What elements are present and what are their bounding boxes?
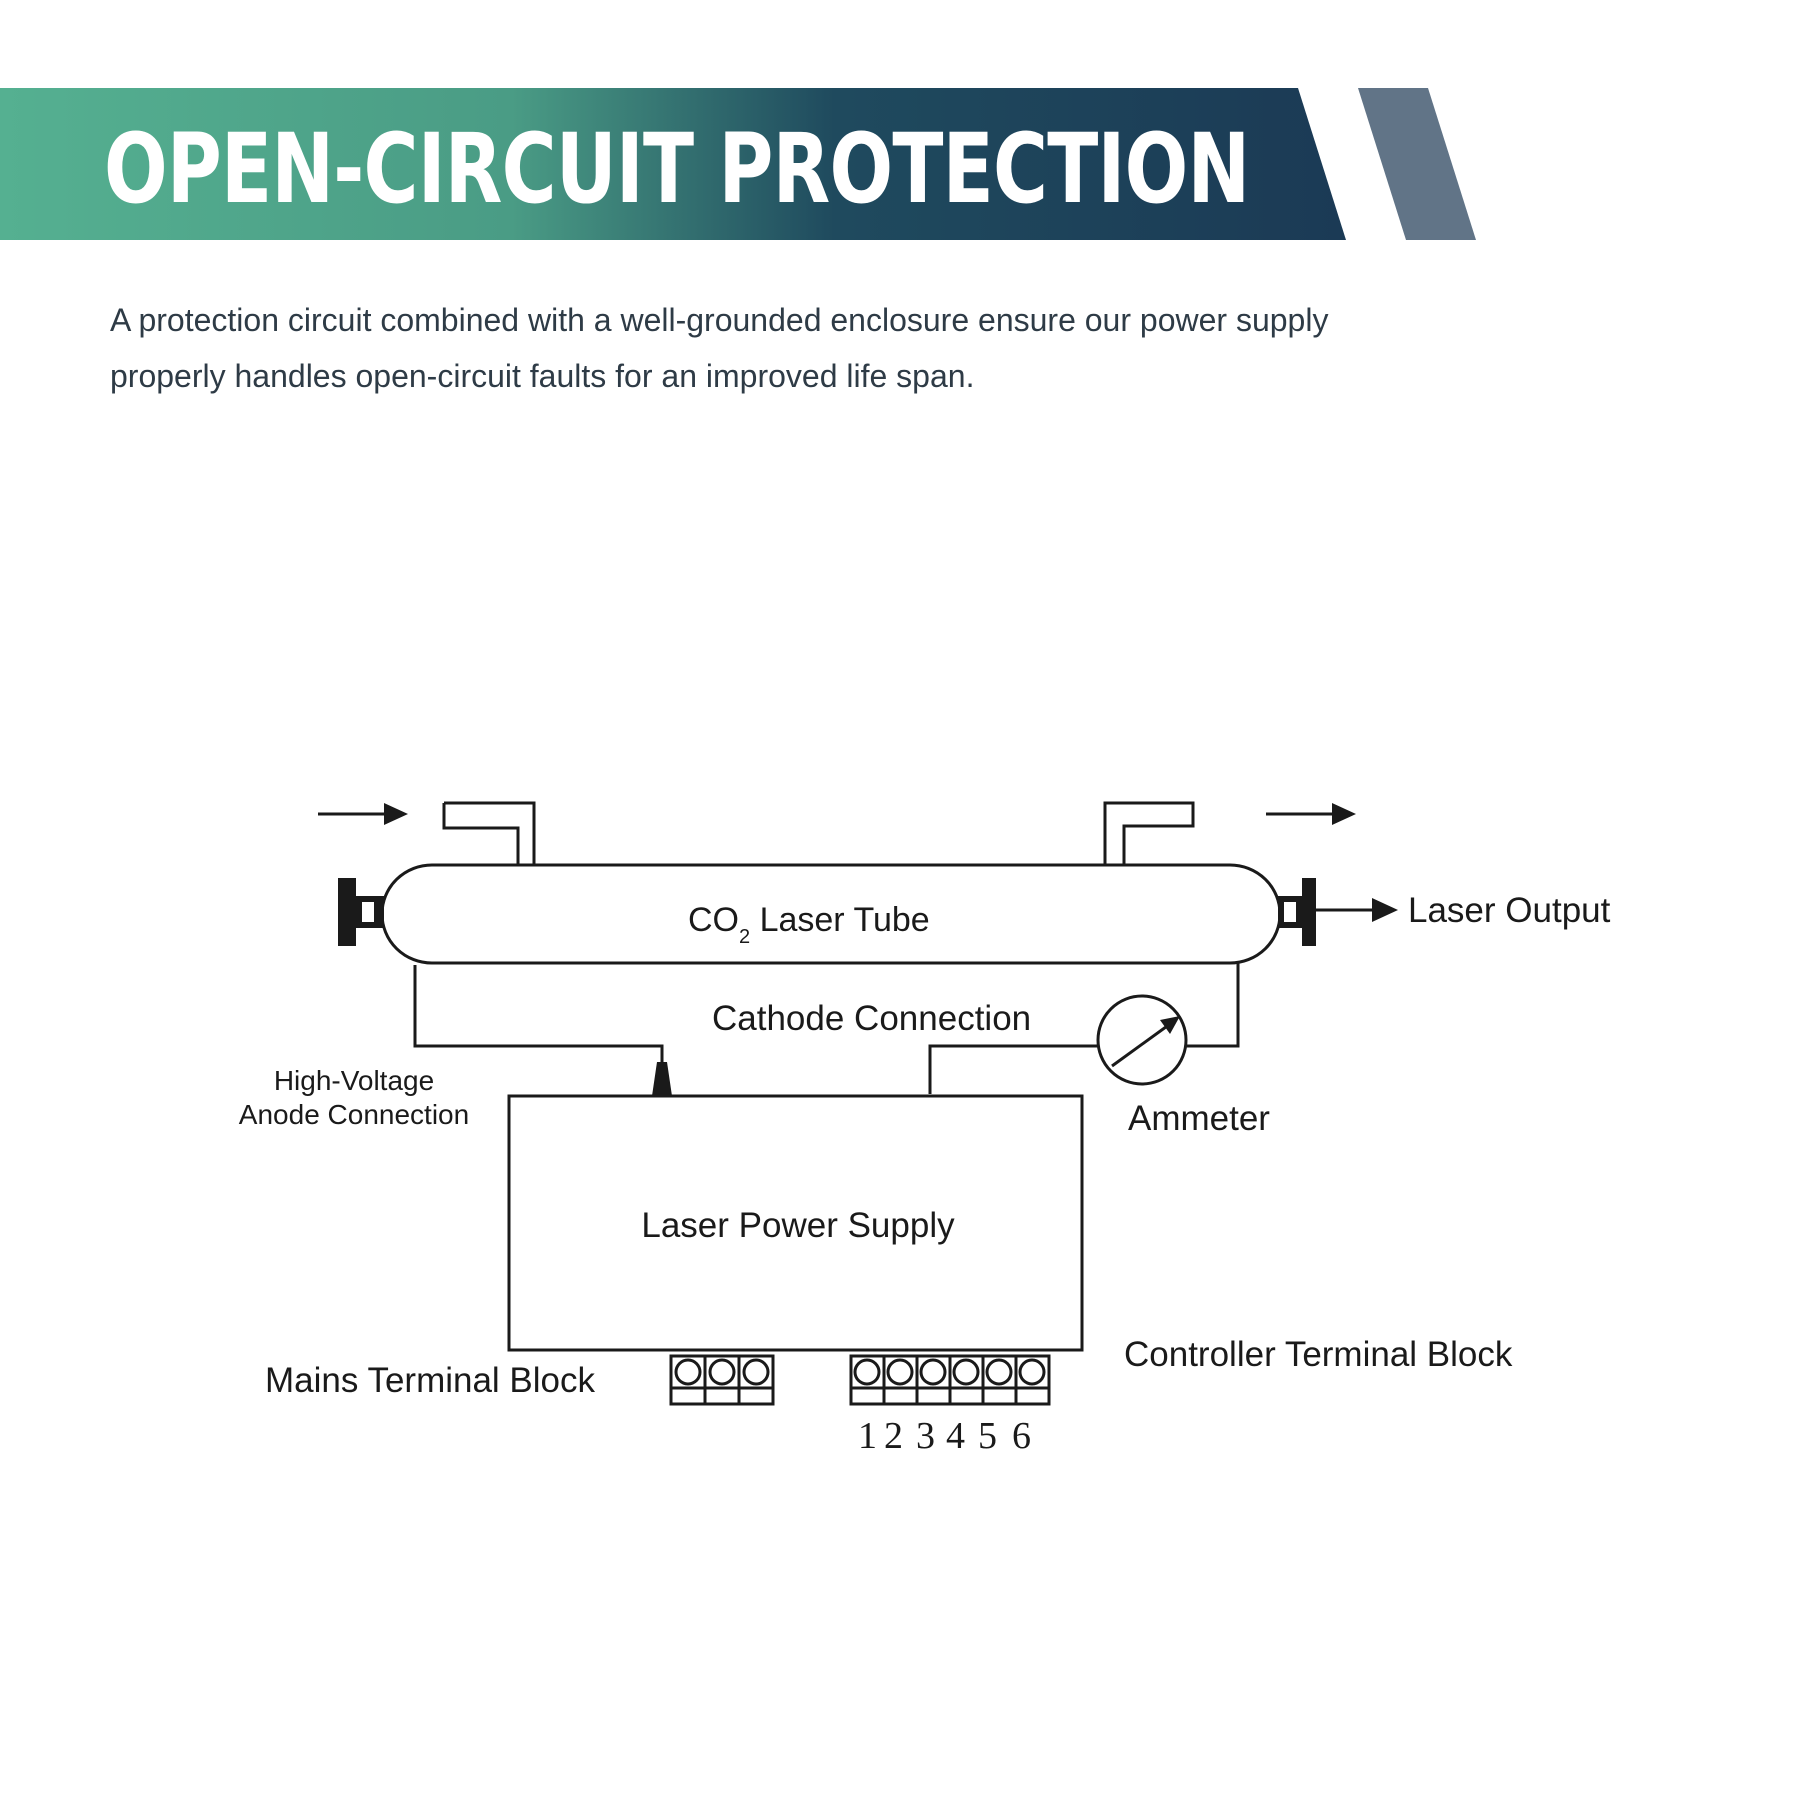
- intro-paragraph: A protection circuit combined with a wel…: [110, 292, 1510, 404]
- intro-line-2: properly handles open-circuit faults for…: [110, 358, 975, 394]
- terminal-number: 6: [1012, 1415, 1031, 1457]
- controller-terminal-label: Controller Terminal Block: [1124, 1335, 1513, 1374]
- banner-main-shape: [0, 88, 1346, 240]
- terminal-number: 1: [858, 1415, 877, 1457]
- mains-terminal-label: Mains Terminal Block: [265, 1361, 596, 1400]
- intro-line-1: A protection circuit combined with a wel…: [110, 302, 1329, 338]
- banner-accent-stripe: [1358, 88, 1476, 240]
- cathode-connection-label: Cathode Connection: [712, 999, 1031, 1038]
- laser-output-arrowhead: [1372, 898, 1398, 922]
- ammeter-gauge: [1096, 994, 1188, 1086]
- terminal-numbers: 1 2 3 4 5 6: [858, 1415, 1031, 1457]
- laser-tube-body: [380, 863, 1282, 965]
- cathode-wire-right: [1186, 963, 1240, 1048]
- anode-wire: [413, 965, 664, 1068]
- anode-label-line-1: High-Voltage: [274, 1065, 434, 1096]
- power-supply-label: Laser Power Supply: [641, 1206, 955, 1245]
- ammeter-label: Ammeter: [1128, 1099, 1270, 1138]
- terminal-number: 3: [916, 1415, 935, 1457]
- water-outlet-pipe: [1103, 801, 1195, 865]
- ammeter-needle: [1111, 1022, 1171, 1068]
- laser-tube-label: CO2 Laser Tube: [688, 901, 930, 948]
- banner-background: [0, 88, 1476, 240]
- anode-connector: [652, 1062, 672, 1096]
- anode-label-line-2: Anode Connection: [239, 1099, 469, 1130]
- water-out-arrowhead: [1332, 803, 1356, 825]
- left-mirror-mount: [338, 878, 356, 946]
- cathode-wire-left: [928, 1044, 1098, 1094]
- terminal-number: 5: [978, 1415, 997, 1457]
- controller-terminal-block: [849, 1354, 1051, 1406]
- water-inlet-pipe: [442, 801, 536, 865]
- water-in-arrowhead: [384, 803, 408, 825]
- terminal-number: 4: [946, 1415, 965, 1457]
- header-banner: [0, 88, 1480, 240]
- mains-terminal-block: [669, 1354, 775, 1406]
- laser-output-label: Laser Output: [1408, 891, 1611, 930]
- page-title: OPEN-CIRCUIT PROTECTION: [104, 113, 1250, 225]
- terminal-number: 2: [884, 1415, 903, 1457]
- power-supply-box: [507, 1094, 1084, 1352]
